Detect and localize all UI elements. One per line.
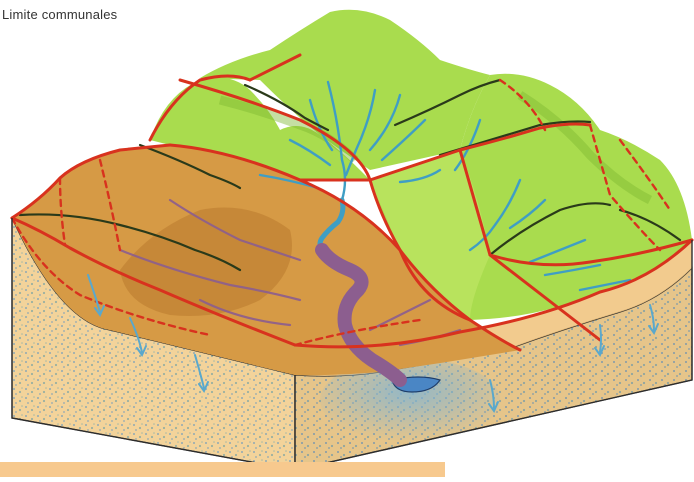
legend-color-bar — [0, 462, 445, 477]
caption-label: Limite communales — [2, 7, 117, 22]
